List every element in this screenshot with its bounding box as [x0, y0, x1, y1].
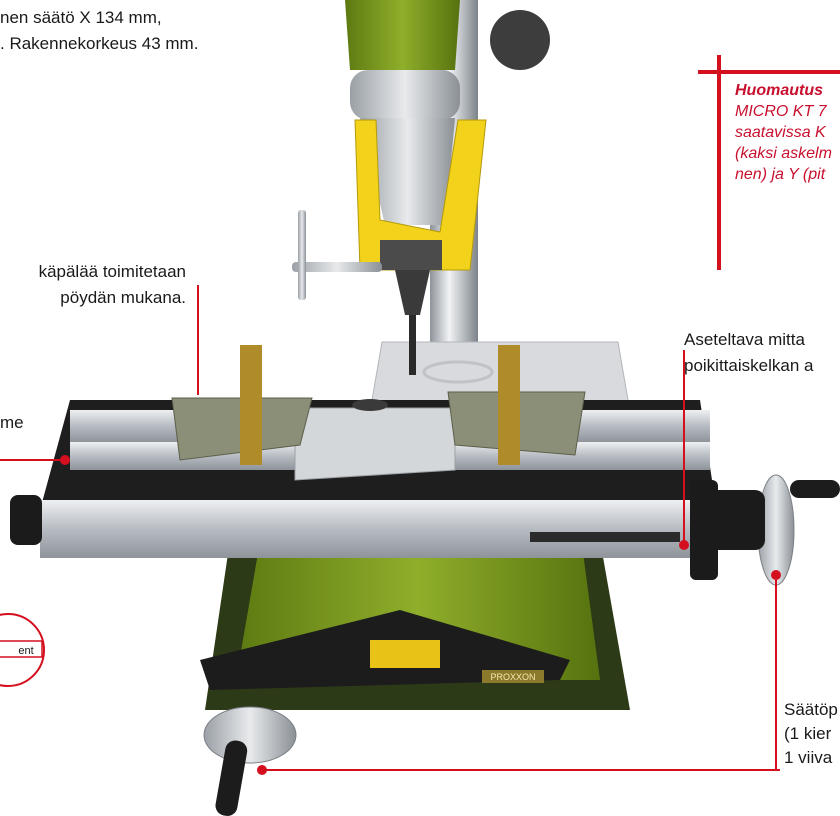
callout-dot-scale	[679, 540, 689, 550]
motor-knob	[490, 10, 550, 70]
lock-handle-bar	[298, 210, 306, 300]
scale-callout-1: Aseteltava mitta	[684, 330, 805, 349]
scale-callout-2: poikittaiskelkan a	[684, 356, 814, 375]
front-handwheel[interactable]	[203, 706, 297, 764]
quality-seal	[0, 613, 45, 687]
note-line: MICRO KT 7	[735, 103, 827, 120]
hand-callout-2: (1 kier	[784, 724, 832, 743]
callout-dot-front	[257, 765, 267, 775]
note-line: nen) ja Y (pit	[735, 166, 826, 183]
spec-line-2: . Rakennekorkeus 43 mm.	[0, 34, 199, 53]
spindle-head	[360, 118, 455, 225]
clamp-bolt-left	[240, 345, 262, 465]
brand-plate	[482, 670, 544, 683]
scale-strip	[530, 532, 680, 542]
seal-banner	[0, 640, 43, 658]
left-callout: me	[0, 413, 24, 432]
note-heading: Huomautus	[735, 82, 823, 99]
callout-dot-left	[60, 455, 70, 465]
workpiece-hole	[352, 399, 388, 411]
workpiece	[294, 407, 456, 481]
rail-endcap-left	[10, 495, 42, 545]
chuck-collar	[380, 240, 442, 270]
note-line: (kaksi askelm	[735, 145, 832, 162]
motor-neck	[350, 70, 460, 120]
callout-line-hand-vert	[775, 575, 780, 771]
rail-front	[40, 500, 700, 558]
spec-line-1: nen säätö X 134 mm,	[0, 8, 162, 27]
hand-callout-1: Säätöp	[784, 700, 838, 719]
lock-handle	[292, 262, 382, 272]
callout-dot-hand	[771, 570, 781, 580]
side-dial	[705, 490, 765, 550]
clamp-bolt-right	[498, 345, 520, 465]
side-handwheel-grip[interactable]	[790, 480, 840, 498]
hand-callout-3: 1 viiva	[784, 748, 833, 767]
clamp-callout-1: käpälää toimitetaan	[38, 262, 186, 281]
drill-chuck	[395, 270, 430, 315]
front-handwheel-grip[interactable]	[214, 739, 249, 816]
yellow-pointer	[370, 640, 440, 668]
note-box: Huomautus MICRO KT 7 saatavissa K (kaksi…	[735, 80, 832, 185]
brand-label: PROXXON	[490, 672, 535, 682]
note-line: saatavissa K	[735, 124, 826, 141]
seal-label: ent	[18, 645, 33, 657]
column-ring	[422, 360, 494, 384]
drill-bit	[409, 315, 416, 375]
motor-housing	[345, 0, 460, 70]
clamp-callout-2: pöydän mukana.	[60, 288, 186, 307]
